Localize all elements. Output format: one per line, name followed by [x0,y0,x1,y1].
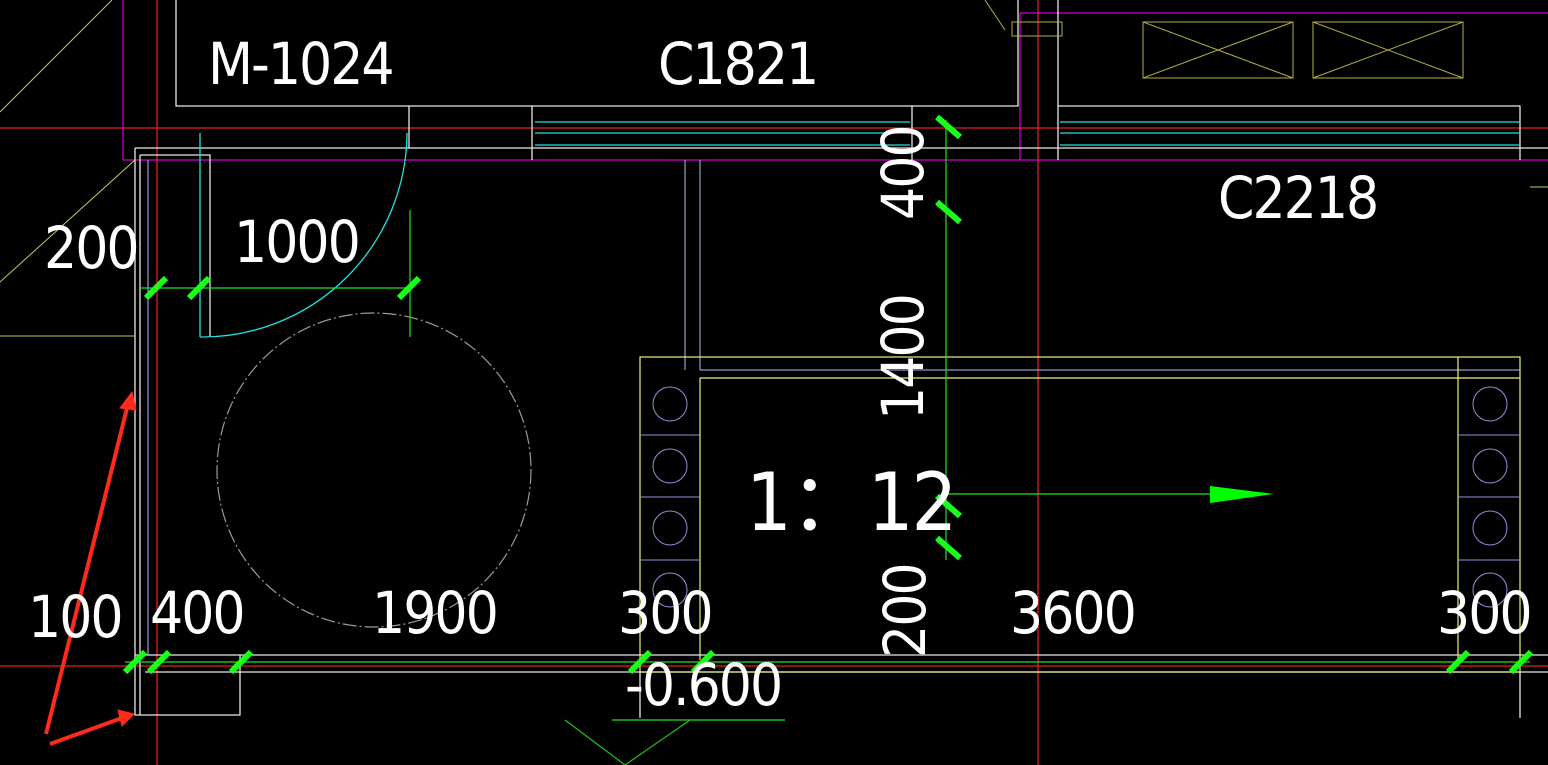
slope-arrow-icon [1210,486,1274,503]
dim-vertical-1: 400 [869,126,937,220]
dim-bottom-5: 3600 [1010,579,1135,647]
ramp-outline [639,356,1521,673]
dimension-lines [125,120,1530,765]
annotation-arrows [44,390,137,746]
dim-top-left-2: 1000 [234,208,359,276]
planter-right [1458,386,1520,608]
dimension-ticks [122,114,1534,675]
elevation-label: -0.600 [625,651,781,719]
site-lines-left [0,0,1548,337]
boundary-lines [122,0,1548,161]
inner-partitions [147,160,1520,655]
wall-outlines [134,0,1548,718]
turning-circle [216,312,532,628]
door-tag: M-1024 [208,30,393,98]
door-swing [199,132,408,338]
window-tag-top: C1821 [658,30,817,98]
window-lines [535,121,1520,146]
planter-left [640,386,700,608]
window-symbols-top-right [984,0,1464,79]
dim-vertical-3: 200 [871,564,939,658]
dim-vertical-2: 1400 [869,295,937,420]
ramp-ratio-label: 1：12 [746,456,955,549]
dim-top-left-1: 200 [44,214,138,282]
dim-bottom-3: 1900 [372,579,497,647]
dim-bottom-6: 300 [1437,579,1531,647]
dim-bottom-4: 300 [618,579,712,647]
dim-bottom-2: 400 [150,579,244,647]
window-tag-right: C2218 [1218,164,1377,232]
dim-bottom-1: 100 [28,583,122,651]
